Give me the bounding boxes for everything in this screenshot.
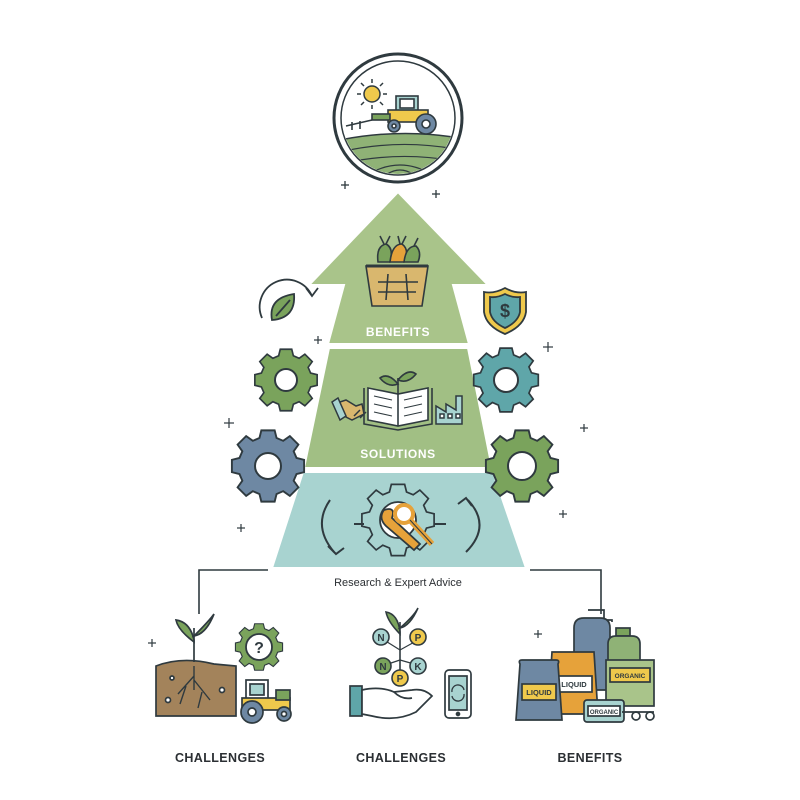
bottom-label-challenges-left: CHALLENGES: [174, 751, 266, 765]
gear-icon: [472, 347, 540, 413]
pyramid-label-solutions: SOLUTIONS: [360, 447, 436, 461]
farm-emblem-icon: [332, 52, 464, 184]
gear-icon: [254, 348, 318, 412]
soil-plant-icon: [155, 613, 237, 717]
vegetable-basket-icon: [365, 235, 429, 307]
pyramid-label-benefits: BENEFITS: [365, 325, 431, 339]
nutrient-n: N: [377, 633, 384, 644]
bottom-label-benefits-right: BENEFITS: [557, 751, 623, 765]
nutrient-p-top: P: [415, 633, 422, 644]
tractor-icon: [345, 95, 437, 135]
sun-icon: [357, 79, 387, 109]
nutrient-k: K: [414, 662, 422, 673]
product-label-organic-can: ORGANIC: [590, 710, 619, 716]
svg-text:$: $: [500, 301, 510, 321]
cycle-arrows-icon: [321, 496, 481, 556]
product-label-organic-box: ORGANIC: [615, 673, 646, 680]
product-label-liquid-center: LIQUID: [561, 680, 587, 689]
handshake-icon: [331, 396, 367, 422]
smartphone-icon: [444, 669, 472, 719]
bottom-label-challenges-center: CHALLENGES: [355, 751, 447, 765]
fertilizer-products-icon: [515, 609, 655, 723]
npk-nutrients-icon: [372, 607, 427, 687]
gear-icon: [484, 429, 560, 503]
shield-dollar-icon: $: [483, 286, 527, 335]
sustainability-leaf-icon: [258, 278, 319, 321]
sparkle-icon: [341, 181, 440, 198]
connector-lines: [198, 569, 602, 614]
nutrient-n-left: N: [379, 662, 386, 673]
question-gear-icon: ?: [234, 623, 284, 671]
factory-icon: [435, 395, 463, 425]
gear-icon: [230, 429, 306, 503]
settings-gear-wrench-icon: [361, 483, 435, 557]
svg-text:?: ?: [254, 640, 264, 657]
nutrient-p-bottom: P: [397, 674, 404, 685]
tractor-icon: [240, 679, 292, 724]
open-hand-icon: [349, 685, 434, 720]
sparkle-icon: [148, 336, 588, 647]
base-caption: Research & Expert Advice: [334, 577, 462, 589]
product-label-liquid-left: LIQUID: [526, 688, 552, 697]
